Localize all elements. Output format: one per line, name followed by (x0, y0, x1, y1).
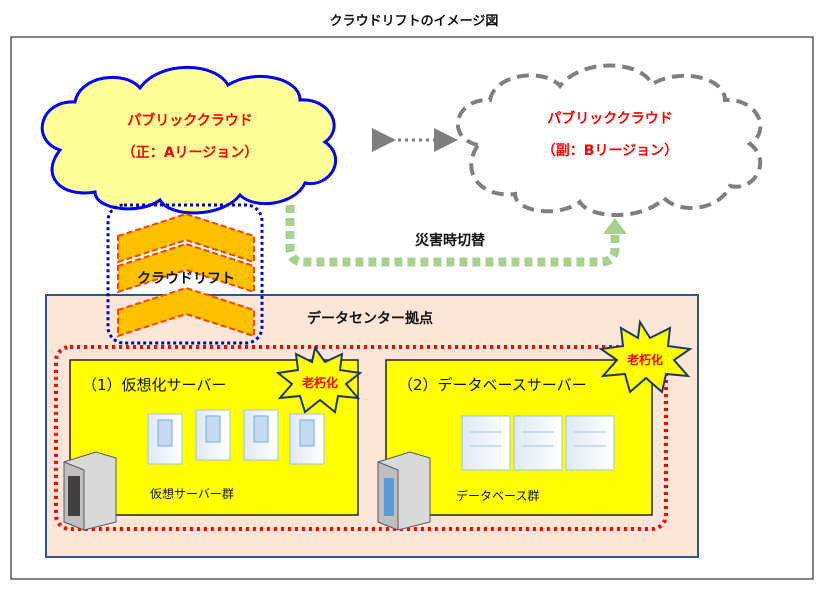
lift-frame (106, 203, 264, 345)
lift-label: クラウドリフト (137, 271, 235, 287)
aging-label-right: 老朽化 (627, 352, 663, 367)
database-server-title: （2）データベースサーバー (398, 376, 587, 394)
primary-cloud-line1: パブリッククラウド (127, 112, 252, 129)
physical-server-left-icon (63, 451, 117, 531)
server-icon (243, 409, 279, 461)
database-icon (513, 415, 563, 471)
primary-cloud (40, 65, 338, 215)
failover-arrow-head (603, 218, 627, 234)
virtual-server-group (147, 409, 325, 465)
secondary-cloud-line2: （副：Bリージョン） (542, 143, 678, 159)
aging-burst-left (275, 345, 363, 414)
datacenter-label: データセンター拠点 (307, 310, 433, 327)
server-icon (289, 413, 325, 465)
virtual-server-caption: 仮想サーバー群 (150, 486, 234, 501)
server-icon (195, 409, 231, 461)
database-icon (461, 415, 511, 471)
aging-burst-right (598, 319, 693, 394)
virtual-server-title: （1）仮想化サーバー (82, 376, 226, 394)
failover-arrow (285, 205, 620, 267)
primary-cloud-line2: （正：Aリージョン） (122, 145, 259, 161)
database-caption: データベース群 (456, 488, 539, 503)
database-group (461, 415, 615, 471)
secondary-cloud (455, 63, 763, 218)
lift-chevrons (117, 212, 255, 338)
database-icon (565, 415, 615, 471)
server-icon (147, 413, 183, 465)
aging-label-left: 老朽化 (302, 375, 338, 390)
diagram-title: クラウドリフトのイメージ図 (329, 14, 499, 29)
aging-boundary (54, 345, 668, 531)
secondary-cloud-line1: パブリッククラウド (547, 110, 672, 127)
physical-server-right-icon (377, 451, 431, 531)
failover-label: 災害時切替 (415, 232, 486, 249)
